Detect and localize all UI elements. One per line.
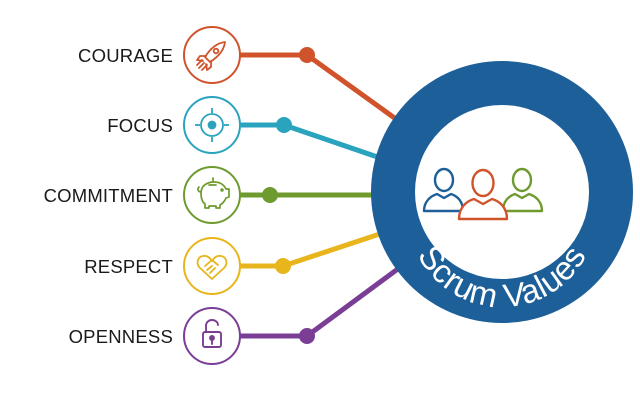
commitment-dot <box>262 187 278 203</box>
person-left-icon <box>422 167 465 213</box>
commitment-label: COMMITMENT <box>44 185 173 206</box>
respect-connector <box>237 227 395 269</box>
commitment-icon-circle <box>183 166 241 224</box>
courage-connector <box>237 52 417 135</box>
openness-dot <box>299 328 315 344</box>
courage-label: COURAGE <box>78 45 173 66</box>
rocket-icon <box>196 41 226 71</box>
focus-label: FOCUS <box>107 115 173 136</box>
padlock-open-icon <box>202 319 222 348</box>
respect-label: RESPECT <box>84 256 173 277</box>
person-center-icon <box>457 168 509 225</box>
openness-connector <box>237 254 417 339</box>
ring-inner <box>415 105 589 279</box>
courage-icon-circle <box>183 26 241 84</box>
courage-dot <box>299 47 315 63</box>
piggy-bank-icon <box>197 177 230 209</box>
center-ring: Scrum Values <box>371 61 633 323</box>
handshake-icon <box>196 254 228 280</box>
value-icon-circles <box>183 26 241 365</box>
focus-dot <box>276 117 292 133</box>
value-labels: COURAGE FOCUS COMMITMENT RESPECT OPENNES… <box>44 45 173 347</box>
people-group-icon <box>422 167 544 225</box>
focus-connector <box>237 122 398 166</box>
person-right-icon <box>501 167 544 213</box>
openness-label: OPENNESS <box>69 326 173 347</box>
target-icon <box>195 108 229 142</box>
respect-dot <box>275 258 291 274</box>
connector-dots <box>262 47 315 344</box>
